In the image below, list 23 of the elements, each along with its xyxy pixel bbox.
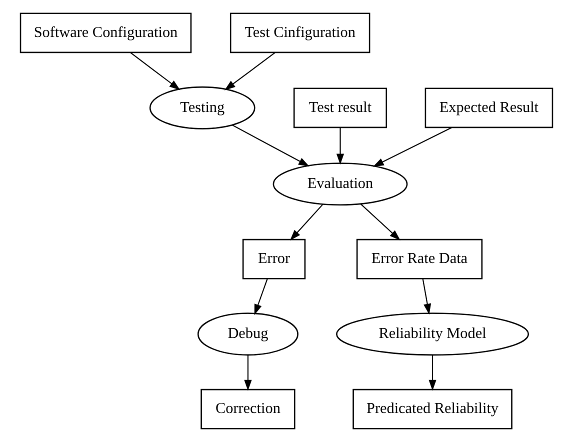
node-box: Error Rate Data <box>356 238 483 279</box>
node-box: Software Configuration <box>20 12 192 53</box>
node-box: Test Cinfiguration <box>230 12 370 53</box>
arrow <box>290 203 324 240</box>
node-ellipse: Debug <box>197 312 298 356</box>
node-ellipse: Evaluation <box>272 162 408 206</box>
node-box: Predicated Reliability <box>352 388 512 429</box>
node-box: Correction <box>200 388 296 429</box>
node-ellipse: Reliability Model <box>336 312 530 356</box>
node-box: Error <box>242 238 306 279</box>
arrow <box>130 52 180 90</box>
node-box: Test result <box>293 87 388 128</box>
node-ellipse: Testing <box>149 86 256 129</box>
arrow <box>244 354 252 390</box>
node-box: Expected Result <box>424 87 554 128</box>
arrow <box>422 278 432 314</box>
arrow <box>428 354 436 390</box>
arrow <box>232 124 310 166</box>
arrow <box>360 203 400 240</box>
arrow <box>254 278 268 315</box>
arrow <box>224 52 276 90</box>
arrow <box>336 127 344 164</box>
arrow <box>372 126 452 166</box>
